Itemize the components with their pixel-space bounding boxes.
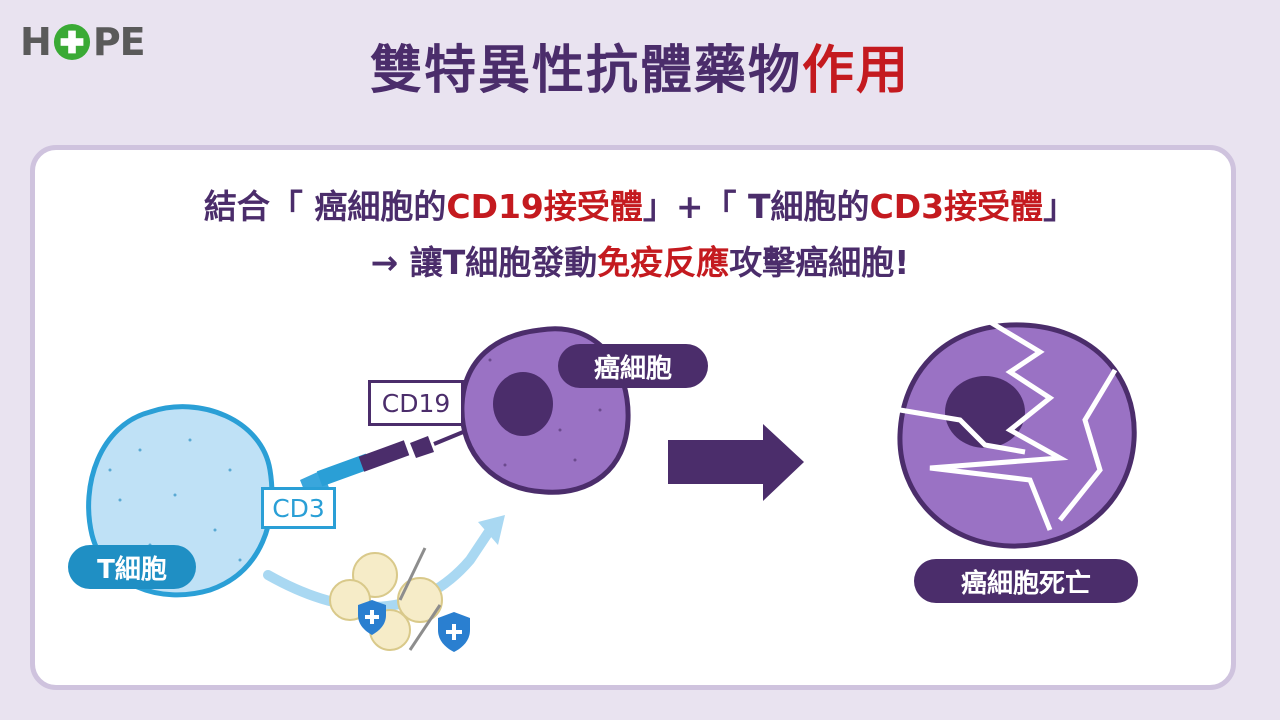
cancer-cell-nucleus — [493, 372, 553, 436]
crack-lines — [899, 319, 1118, 531]
logo-text-right: PE — [92, 20, 146, 64]
line1-seg-2: 」+「 T細胞的 — [642, 187, 870, 226]
shield-icon — [438, 612, 470, 652]
cd3-label: CD3 — [261, 487, 336, 529]
dead-cell-nucleus — [945, 376, 1025, 448]
line2-seg-0: → 讓T細胞發動 — [370, 243, 598, 282]
line2-seg-2: 攻擊癌細胞! — [729, 243, 910, 282]
page-title: 雙特異性抗體藥物作用 — [0, 28, 1280, 103]
logo-text-left: H — [20, 20, 52, 64]
immune-cell-cluster — [329, 547, 443, 651]
shield-icon — [358, 600, 386, 635]
title-main: 雙特異性抗體藥物 — [369, 41, 802, 101]
t-cell-dots — [108, 438, 242, 562]
cd19-label: CD19 — [368, 380, 464, 426]
statement-line-2: → 讓T細胞發動免疫反應攻擊癌細胞! — [0, 236, 1280, 284]
line2-seg-1: 免疫反應 — [597, 243, 730, 282]
right-arrow-icon — [668, 424, 804, 501]
cancer-cell-label: 癌細胞 — [558, 344, 708, 388]
hope-logo: H PE — [20, 20, 146, 64]
line1-seg-4: 」 — [1043, 187, 1077, 226]
statement-line-1: 結合「 癌細胞的CD19接受體」+「 T細胞的CD3接受體」 — [0, 180, 1280, 228]
line1-seg-3: CD3接受體 — [869, 187, 1044, 226]
cancer-death-label: 癌細胞死亡 — [914, 559, 1138, 603]
line1-seg-1: CD19接受體 — [446, 187, 643, 226]
line1-seg-0: 結合「 癌細胞的 — [203, 187, 447, 226]
title-accent: 作用 — [802, 41, 911, 101]
t-cell-label: T細胞 — [68, 545, 196, 589]
medical-cross-icon — [53, 23, 90, 61]
